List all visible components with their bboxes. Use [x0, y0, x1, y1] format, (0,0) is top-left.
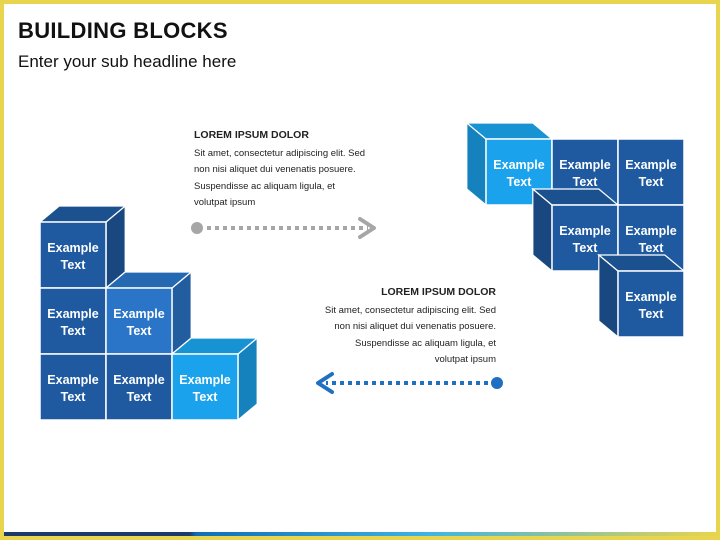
arrow-left-icon	[316, 372, 503, 394]
arrow-left-head	[316, 372, 334, 394]
block-front-face	[105, 353, 173, 421]
text-block-bottom-line: Sit amet, consectetur adipiscing elit. S…	[324, 304, 496, 316]
block-label-line-2: Text	[61, 258, 87, 272]
block-label-line-2: Text	[639, 307, 665, 321]
block-front-face	[617, 270, 685, 338]
block-label-line-1: Example	[625, 290, 676, 304]
block-label-line-1: Example	[47, 241, 98, 255]
block-label-line-1: Example	[179, 373, 230, 387]
block-label-line-2: Text	[61, 324, 87, 338]
block-label-line-1: Example	[625, 224, 676, 238]
text-block-top-line: Sit amet, consectetur adipiscing elit. S…	[194, 147, 366, 159]
block-front-face	[39, 221, 107, 289]
block-label-line-1: Example	[559, 158, 610, 172]
arrow-left-start-dot	[491, 377, 503, 389]
block-label-line-1: Example	[47, 307, 98, 321]
block-label-line-1: Example	[113, 373, 164, 387]
text-block-top-heading: LOREM IPSUM DOLOR	[194, 129, 309, 141]
block-label-line-2: Text	[127, 324, 153, 338]
block-label-line-2: Text	[639, 241, 665, 255]
block-label-line-1: Example	[47, 373, 98, 387]
block-label-line-1: Example	[625, 158, 676, 172]
building-blocks-diagram: ExampleTextExampleTextExampleTextExample…	[38, 121, 686, 422]
block-label-line-2: Text	[639, 175, 665, 189]
block-label-line-2: Text	[61, 390, 87, 404]
text-block-top-line: Suspendisse ac aliquam ligula, et	[194, 180, 336, 192]
text-block-bottom-line: Suspendisse ac aliquam ligula, et	[354, 337, 496, 349]
page-subtitle: Enter your sub headline here	[18, 52, 237, 71]
block-front-face	[171, 353, 239, 421]
arrow-right-icon	[191, 217, 376, 239]
block-front-face	[617, 138, 685, 206]
block-front-face	[39, 353, 107, 421]
text-block-bottom-line: non nisi aliquet dui venenatis posuere.	[334, 321, 496, 332]
block-label-line-1: Example	[559, 224, 610, 238]
block-label-line-2: Text	[573, 175, 599, 189]
block-label-line-2: Text	[193, 390, 219, 404]
text-block-bottom-line: volutpat ipsum	[434, 354, 496, 365]
block-label-line-2: Text	[507, 175, 533, 189]
block-label-line-1: Example	[493, 158, 544, 172]
text-block-top-line: non nisi aliquet dui venenatis posuere.	[194, 164, 356, 175]
page-title: BUILDING BLOCKS	[18, 18, 228, 43]
text-block-top-line: volutpat ipsum	[194, 197, 256, 208]
text-block-bottom-heading: LOREM IPSUM DOLOR	[381, 286, 496, 298]
block-front-face	[39, 287, 107, 355]
block-label-line-1: Example	[113, 307, 164, 321]
arrow-right-head	[358, 217, 376, 239]
text-block-top: LOREM IPSUM DOLOR Sit amet, consectetur …	[194, 127, 394, 212]
block-label-line-2: Text	[573, 241, 599, 255]
block-front-face	[105, 287, 173, 355]
block-label-line-2: Text	[127, 390, 153, 404]
arrow-right-start-dot	[191, 222, 203, 234]
text-block-bottom: LOREM IPSUM DOLOR Sit amet, consectetur …	[296, 284, 496, 369]
bottom-accent-bar	[4, 532, 716, 536]
